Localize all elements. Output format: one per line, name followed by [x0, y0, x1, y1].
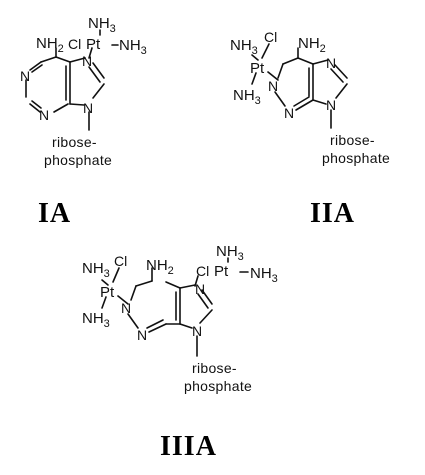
iiia-compound-label: IIIA — [160, 431, 217, 462]
structure-iia: NH2 Cl Pt NH3 NH3 N N N N ribose- phosph… — [230, 29, 390, 229]
iia-n1-atom: N — [268, 78, 278, 94]
iia-ammine-ligand-bottom: NH3 — [233, 87, 261, 107]
iia-adenine-ring-bonds — [274, 47, 348, 129]
structure-iiia: NH2 Cl Pt NH3 NH3 Cl Pt NH3 NH3 N N N N … — [82, 243, 278, 462]
ia-ribose-label: ribose- — [52, 134, 97, 150]
iiia-n9-atom: N — [192, 323, 202, 339]
iiia-platinum-center-n1: Pt — [100, 284, 115, 301]
iia-platinum-bonds — [251, 43, 279, 85]
iiia-phosphate-label: phosphate — [184, 378, 252, 394]
iiia-ammine-ligand-bottom-left: NH3 — [82, 310, 110, 330]
iia-ammine-ligand-top: NH3 — [230, 37, 258, 57]
ia-amino-group: NH2 — [36, 35, 64, 55]
ia-phosphate-label: phosphate — [44, 152, 112, 168]
ia-platinum-center: Pt — [86, 36, 101, 53]
ia-ammine-ligand-top: NH3 — [88, 15, 116, 35]
ia-n9-atom: N — [83, 100, 93, 116]
iia-n3-atom: N — [284, 105, 294, 121]
ia-ammine-ligand-right: NH3 — [119, 37, 147, 57]
ia-chloride-ligand: Cl — [68, 36, 81, 52]
iiia-ammine-ligand-top-left: NH3 — [82, 260, 110, 280]
iiia-ammine-ligand-top-right: NH3 — [216, 243, 244, 263]
iia-ribose-label: ribose- — [330, 132, 375, 148]
iiia-chloride-ligand-n7: Cl — [196, 263, 209, 279]
iia-chloride-ligand: Cl — [264, 29, 277, 45]
iiia-n7-atom: N — [195, 281, 205, 297]
ia-compound-label: IA — [38, 198, 71, 229]
iia-platinum-center: Pt — [250, 60, 265, 77]
iiia-platinum-center-n7: Pt — [214, 263, 229, 280]
ia-n1-atom: N — [20, 68, 30, 84]
iia-n9-atom: N — [326, 97, 336, 113]
ia-n7-atom: N — [82, 53, 92, 69]
iia-n7-atom: N — [326, 55, 336, 71]
structure-ia: NH2 Cl Pt NH3 NH3 N N N N ribose- phosph… — [20, 15, 147, 229]
iia-phosphate-label: phosphate — [322, 150, 390, 166]
ia-platinum-bonds — [88, 29, 119, 59]
iiia-ribose-label: ribose- — [192, 360, 237, 376]
iiia-amino-group: NH2 — [146, 257, 174, 277]
ia-n3-atom: N — [39, 107, 49, 123]
iiia-adenine-ring-bonds — [127, 267, 213, 357]
iia-compound-label: IIA — [310, 198, 355, 229]
iiia-n1-atom: N — [121, 300, 131, 316]
iiia-n3-atom: N — [137, 327, 147, 343]
iiia-chloride-ligand-n1: Cl — [114, 253, 127, 269]
iiia-ammine-ligand-right: NH3 — [250, 265, 278, 285]
ia-adenine-ring-bonds — [25, 47, 105, 131]
iiia-platinum-bonds — [101, 257, 249, 309]
iia-amino-group: NH2 — [298, 35, 326, 55]
